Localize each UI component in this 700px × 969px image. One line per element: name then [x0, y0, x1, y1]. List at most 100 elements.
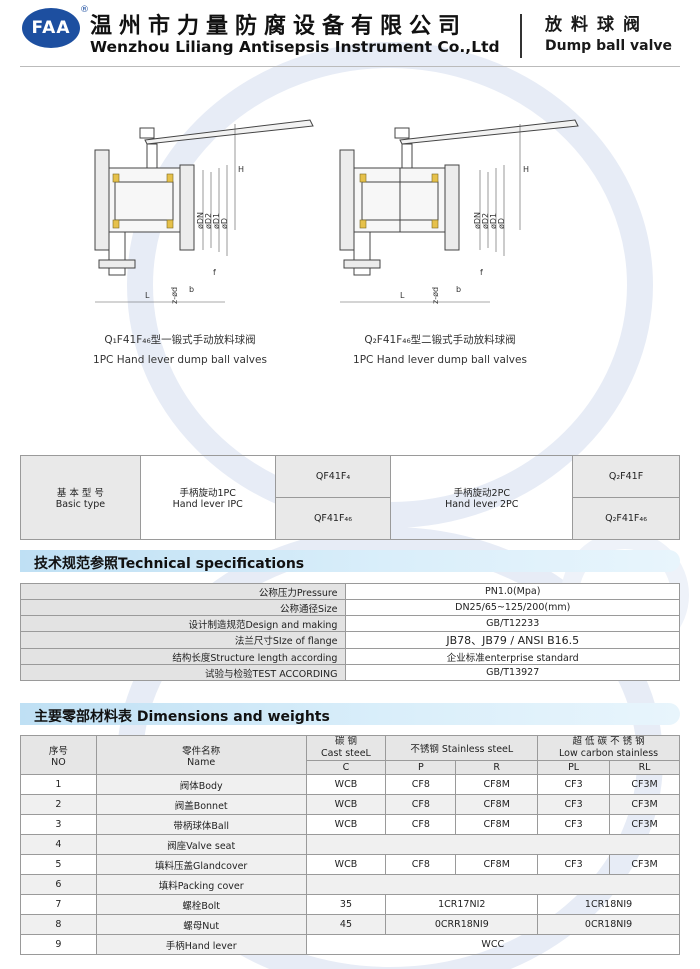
company-logo: FAA: [22, 8, 80, 48]
dim-dn-2: øDN: [473, 212, 482, 229]
row-pr: 0CRR18NI9: [385, 914, 539, 935]
company-name-en: Wenzhou Liliang Antisepsis Instrument Co…: [90, 38, 500, 56]
header-divider: [520, 14, 522, 58]
row-name: 螺栓Bolt: [95, 894, 307, 915]
row-r: CF8M: [455, 774, 539, 795]
col-pl: PL: [537, 760, 611, 775]
table-row: 5 填料压盖Glandcover WCB CF8 CF8M CF3 CF3M: [20, 854, 680, 875]
table-row: 7 螺栓Bolt 35 1CR17NI2 1CR18NI9: [20, 894, 680, 915]
row-c: 35: [305, 894, 387, 915]
row-c: WCB: [305, 774, 387, 795]
row-p: CF8: [385, 814, 457, 835]
row-p: CF8: [385, 794, 457, 815]
row-name: 手柄Hand lever: [95, 934, 307, 955]
col-stainless: 不锈钢 Stainless steeL: [385, 735, 539, 761]
row-pl: CF3: [537, 794, 611, 815]
dims-section-bar: 主要零部材料表 Dimensions and weights: [20, 703, 680, 725]
spec-label: 公称压力Pressure: [19, 583, 347, 600]
tech-spec-section-bar: 技术规范参照Technical specifications: [20, 550, 680, 572]
row-name: 填料压盖Glandcover: [95, 854, 307, 875]
row-no: 4: [20, 834, 97, 855]
row-all: WCC: [305, 934, 681, 955]
col-cast: 碳 钢 Cast steeL: [305, 735, 387, 761]
row-no: 1: [20, 774, 97, 795]
spec-label: 公称通径Size: [19, 599, 347, 616]
tech-spec-title: 技术规范参照Technical specifications: [34, 556, 305, 572]
basic-type-table: 基 本 型 号 Basic type 手柄旋动1PC Hand lever IP…: [20, 455, 680, 540]
row-r: CF8M: [455, 794, 539, 815]
caption-2-en: 1PC Hand lever dump ball valves: [353, 354, 527, 366]
row-no: 9: [20, 934, 97, 955]
drawing-caption-1: Q₁F41F₄₆型一锻式手动放料球阀 1PC Hand lever dump b…: [60, 330, 300, 370]
product-title-cn: 放料球阀: [545, 15, 649, 35]
one-piece-cn: 手柄旋动1PC: [179, 488, 236, 499]
row-name: 带柄球体Ball: [95, 814, 307, 835]
dim-b-2: b: [456, 285, 461, 294]
row-name: 填料Packing cover: [95, 874, 307, 895]
col-p: P: [385, 760, 457, 775]
row-no: 6: [20, 874, 97, 895]
model-b: QF41F₄₆: [274, 497, 392, 540]
row-name: 阀座Valve seat: [95, 834, 307, 855]
product-title-en: Dump ball valve: [545, 38, 673, 54]
dims-title: 主要零部材料表 Dimensions and weights: [34, 709, 330, 725]
spec-value: 企业标准enterprise standard: [345, 648, 680, 665]
dim-nd: z-ød: [170, 287, 179, 304]
logo-text: FAA: [31, 18, 71, 38]
row-r: CF8M: [455, 854, 539, 875]
row-rl: CF3M: [609, 814, 680, 835]
valve-drawing-2pc: H øDN øD2 øD1 øD L b f z-ød: [339, 119, 579, 304]
col-no-cn: 序号: [48, 745, 68, 757]
one-piece-en: Hand lever IPC: [172, 499, 243, 510]
row-empty: [305, 874, 681, 895]
spec-label: 设计制造规范Design and making: [19, 615, 347, 632]
drawing-caption-2: Q₂F41F₄₆型二锻式手动放料球阀 1PC Hand lever dump b…: [320, 330, 560, 370]
table-row: 4 阀座Valve seat: [20, 834, 681, 855]
dim-h: H: [238, 165, 244, 174]
row-pl: CF3: [537, 774, 611, 795]
row-c: WCB: [305, 794, 387, 815]
col-lowc-en: Low carbon stainless: [559, 748, 659, 759]
spec-label: 试验与检验TEST ACCORDING: [19, 664, 347, 681]
dim-d1: øD1: [212, 213, 221, 229]
col-cast-cn: 碳 钢: [334, 736, 357, 747]
spec-value: GB/T13927: [345, 664, 680, 681]
row-p: CF8: [385, 774, 457, 795]
table-row: 2 阀盖Bonnet WCB CF8 CF8M CF3 CF3M: [20, 794, 680, 815]
row-plrl: 1CR18NI9: [537, 894, 680, 915]
spec-value: PN1.0(Mpa): [345, 583, 680, 600]
row-p: CF8: [385, 854, 457, 875]
row-rl: CF3M: [609, 794, 680, 815]
table-row: 8 螺母Nut 45 0CRR18NI9 0CR18NI9: [20, 914, 680, 935]
dim-nd-2: z-ød: [431, 287, 440, 304]
page-header: FAA ® 温州市力量防腐设备有限公司 Wenzhou Liliang Anti…: [0, 0, 700, 68]
spec-value: DN25/65~125/200(mm): [345, 599, 680, 616]
row-no: 7: [20, 894, 97, 915]
row-c: WCB: [305, 854, 387, 875]
company-name-cn: 温州市力量防腐设备有限公司: [90, 14, 468, 39]
spec-value: GB/T12233: [345, 615, 680, 632]
row-no: 3: [20, 814, 97, 835]
row-rl: CF3M: [609, 774, 680, 795]
header-rule: [20, 66, 680, 67]
row-plrl: 0CR18NI9: [537, 914, 680, 935]
spec-value: JB78、JB79 / ANSI B16.5: [345, 631, 680, 649]
one-piece-cell: 手柄旋动1PC Hand lever IPC: [139, 455, 276, 540]
row-pl: CF3: [537, 814, 611, 835]
dim-l-2: L: [400, 291, 405, 300]
dim-b: b: [189, 285, 194, 294]
valve-drawing-1pc: H øDN øD2 øD1 øD L b f z-ød: [94, 119, 314, 304]
col-name: 零件名称 Name: [95, 735, 307, 775]
two-piece-en: Hand lever 2PC: [445, 499, 519, 510]
row-no: 8: [20, 914, 97, 935]
materials-table: 序号 NO 零件名称 Name 碳 钢 Cast steeL 不锈钢 Stain…: [20, 735, 681, 955]
row-c: WCB: [305, 814, 387, 835]
dim-l: L: [145, 291, 150, 300]
row-c: 45: [305, 914, 387, 935]
